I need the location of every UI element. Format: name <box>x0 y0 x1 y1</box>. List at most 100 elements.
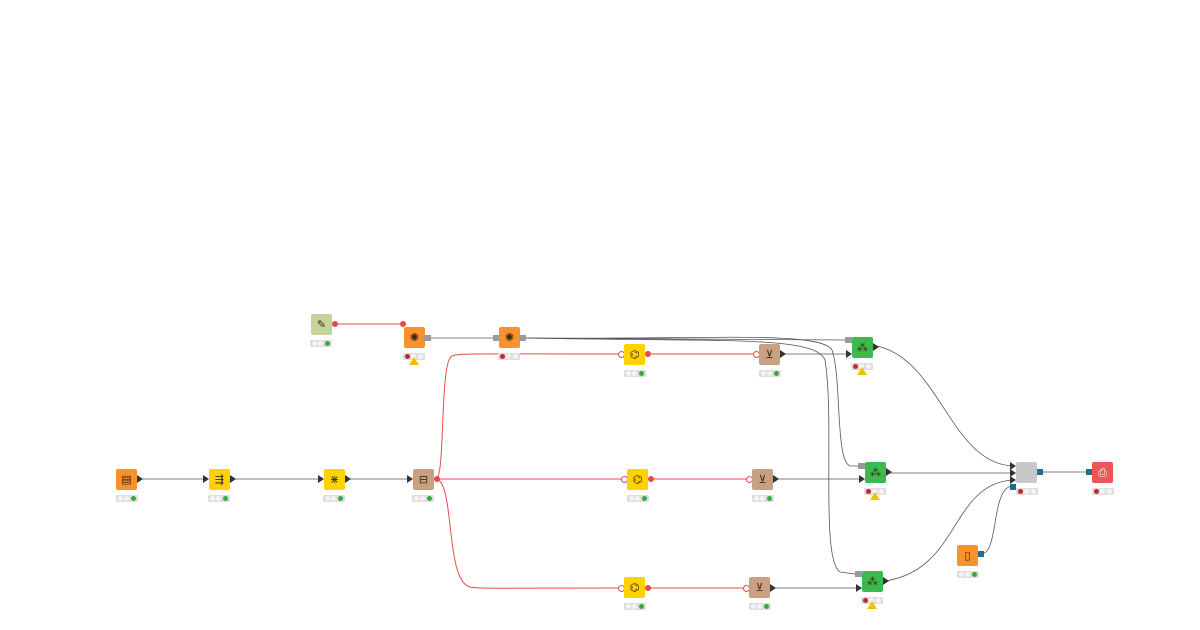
report-in-port[interactable] <box>1086 469 1092 475</box>
ensemble2-status <box>498 353 520 360</box>
column-filter-in-port[interactable] <box>203 475 209 483</box>
top-predictor-out-port[interactable] <box>780 350 786 358</box>
mid-scorer[interactable]: ⁂ <box>865 462 886 483</box>
mid-learner-out-port[interactable] <box>648 476 654 482</box>
bottom-scorer-out-port[interactable] <box>883 577 889 585</box>
source-node[interactable]: ✎ <box>311 314 332 335</box>
missing-values-in-port[interactable] <box>318 475 324 483</box>
partition-icon: ⊟ <box>418 473 429 486</box>
bottom-predictor-out-port[interactable] <box>770 584 776 592</box>
file-reader[interactable]: ▤ <box>116 469 137 490</box>
component-node[interactable] <box>1016 462 1037 483</box>
predictor-icon: ⊻ <box>755 581 764 594</box>
document-reader-status <box>957 571 979 578</box>
file-reader-out-port[interactable] <box>137 475 143 483</box>
top-scorer-model-port[interactable] <box>845 337 852 343</box>
model-learner-icon: ⌬ <box>632 473 643 486</box>
top-predictor[interactable]: ⊻ <box>759 344 780 365</box>
missing-value-icon: ⋇ <box>329 473 340 486</box>
ensemble1-status <box>403 353 425 360</box>
warning-icon <box>867 601 877 609</box>
ensemble-learner-2[interactable]: ✺ <box>499 327 520 348</box>
top-scorer-status <box>851 363 873 370</box>
ensemble2-out-port[interactable] <box>519 335 526 341</box>
bottom-scorer-model-port[interactable] <box>855 571 862 577</box>
edge-ensemble2-to-mid-scorer <box>521 336 858 467</box>
warning-icon <box>870 492 880 500</box>
mid-predictor-out-port[interactable] <box>773 475 779 483</box>
ensemble-learner-1[interactable]: ✺ <box>404 327 425 348</box>
source-out-port[interactable] <box>332 321 338 327</box>
edge-doc-to-component <box>983 485 1013 554</box>
column-filter-out-port[interactable] <box>230 475 236 483</box>
document-reader-out-port[interactable] <box>978 551 984 557</box>
edge-ensemble2-to-bottom-scorer <box>521 337 856 575</box>
top-learner-status <box>624 370 646 377</box>
mid-scorer-status <box>864 488 886 495</box>
connector-icon: ✎ <box>316 318 327 331</box>
report-icon: ⎙ <box>1098 466 1107 479</box>
bottom-learner-out-port[interactable] <box>645 585 651 591</box>
component-out-port[interactable] <box>1037 469 1043 475</box>
filter-icon: ⇶ <box>214 473 225 486</box>
bottom-learner[interactable]: ⌬ <box>624 577 645 598</box>
mid-scorer-out-port[interactable] <box>886 468 892 476</box>
missing-values[interactable]: ⋇ <box>324 469 345 490</box>
mid-learner-status <box>627 495 649 502</box>
top-scorer-out-port[interactable] <box>873 343 879 351</box>
reader-icon: ▤ <box>121 473 132 486</box>
missing-values-status <box>323 495 345 502</box>
ensemble2-in-port[interactable] <box>493 335 500 341</box>
scorer-icon: ⁂ <box>867 575 878 588</box>
component-in-port-3[interactable] <box>1010 476 1016 484</box>
ensemble1-out-port[interactable] <box>424 335 431 341</box>
mid-scorer-in-port[interactable] <box>859 475 865 483</box>
bottom-scorer[interactable]: ⁂ <box>862 571 883 592</box>
network-icon: ✺ <box>504 331 515 344</box>
partitioning-in-port[interactable] <box>407 475 413 483</box>
bottom-scorer-status <box>861 597 883 604</box>
bottom-scorer-in-port[interactable] <box>856 584 862 592</box>
component-in-port-2[interactable] <box>1010 469 1016 477</box>
warning-icon <box>409 357 419 365</box>
scorer-icon: ⁂ <box>857 341 868 354</box>
file-reader-status <box>116 495 138 502</box>
model-learner-icon: ⌬ <box>629 348 640 361</box>
top-learner[interactable]: ⌬ <box>624 344 645 365</box>
bottom-predictor[interactable]: ⊻ <box>749 577 770 598</box>
network-icon: ✺ <box>409 331 420 344</box>
predictor-icon: ⊻ <box>765 348 774 361</box>
document-reader[interactable]: ▯ <box>957 545 978 566</box>
edge-partition-to-top <box>436 353 621 480</box>
component-in-port-1[interactable] <box>1010 462 1016 470</box>
top-learner-out-port[interactable] <box>645 351 651 357</box>
mid-predictor[interactable]: ⊻ <box>752 469 773 490</box>
bottom-learner-status <box>624 603 646 610</box>
report-node[interactable]: ⎙ <box>1092 462 1113 483</box>
top-predictor-status <box>759 370 781 377</box>
missing-values-out-port[interactable] <box>345 475 351 483</box>
partitioning-status <box>412 495 434 502</box>
edge-bottom-scorer-to-component <box>884 479 1013 582</box>
partitioning[interactable]: ⊟ <box>413 469 434 490</box>
bottom-predictor-status <box>749 603 771 610</box>
report-status <box>1092 488 1114 495</box>
column-filter-status <box>208 495 230 502</box>
column-filter[interactable]: ⇶ <box>209 469 230 490</box>
ensemble1-in-port[interactable] <box>400 321 406 327</box>
partitioning-out-port[interactable] <box>434 476 440 482</box>
mid-learner[interactable]: ⌬ <box>627 469 648 490</box>
source-status <box>310 340 332 347</box>
edge-top-scorer-to-component <box>876 345 1013 467</box>
component-status <box>1016 488 1038 495</box>
top-scorer-in-port[interactable] <box>846 350 852 358</box>
mid-scorer-model-port[interactable] <box>858 463 865 469</box>
component-in-port-4[interactable] <box>1010 484 1016 490</box>
predictor-icon: ⊻ <box>758 473 767 486</box>
scorer-icon: ⁂ <box>870 466 881 479</box>
edge-partition-to-bottom <box>436 478 621 589</box>
document-icon: ▯ <box>964 549 971 562</box>
warning-icon <box>857 367 867 375</box>
top-scorer[interactable]: ⁂ <box>852 337 873 358</box>
